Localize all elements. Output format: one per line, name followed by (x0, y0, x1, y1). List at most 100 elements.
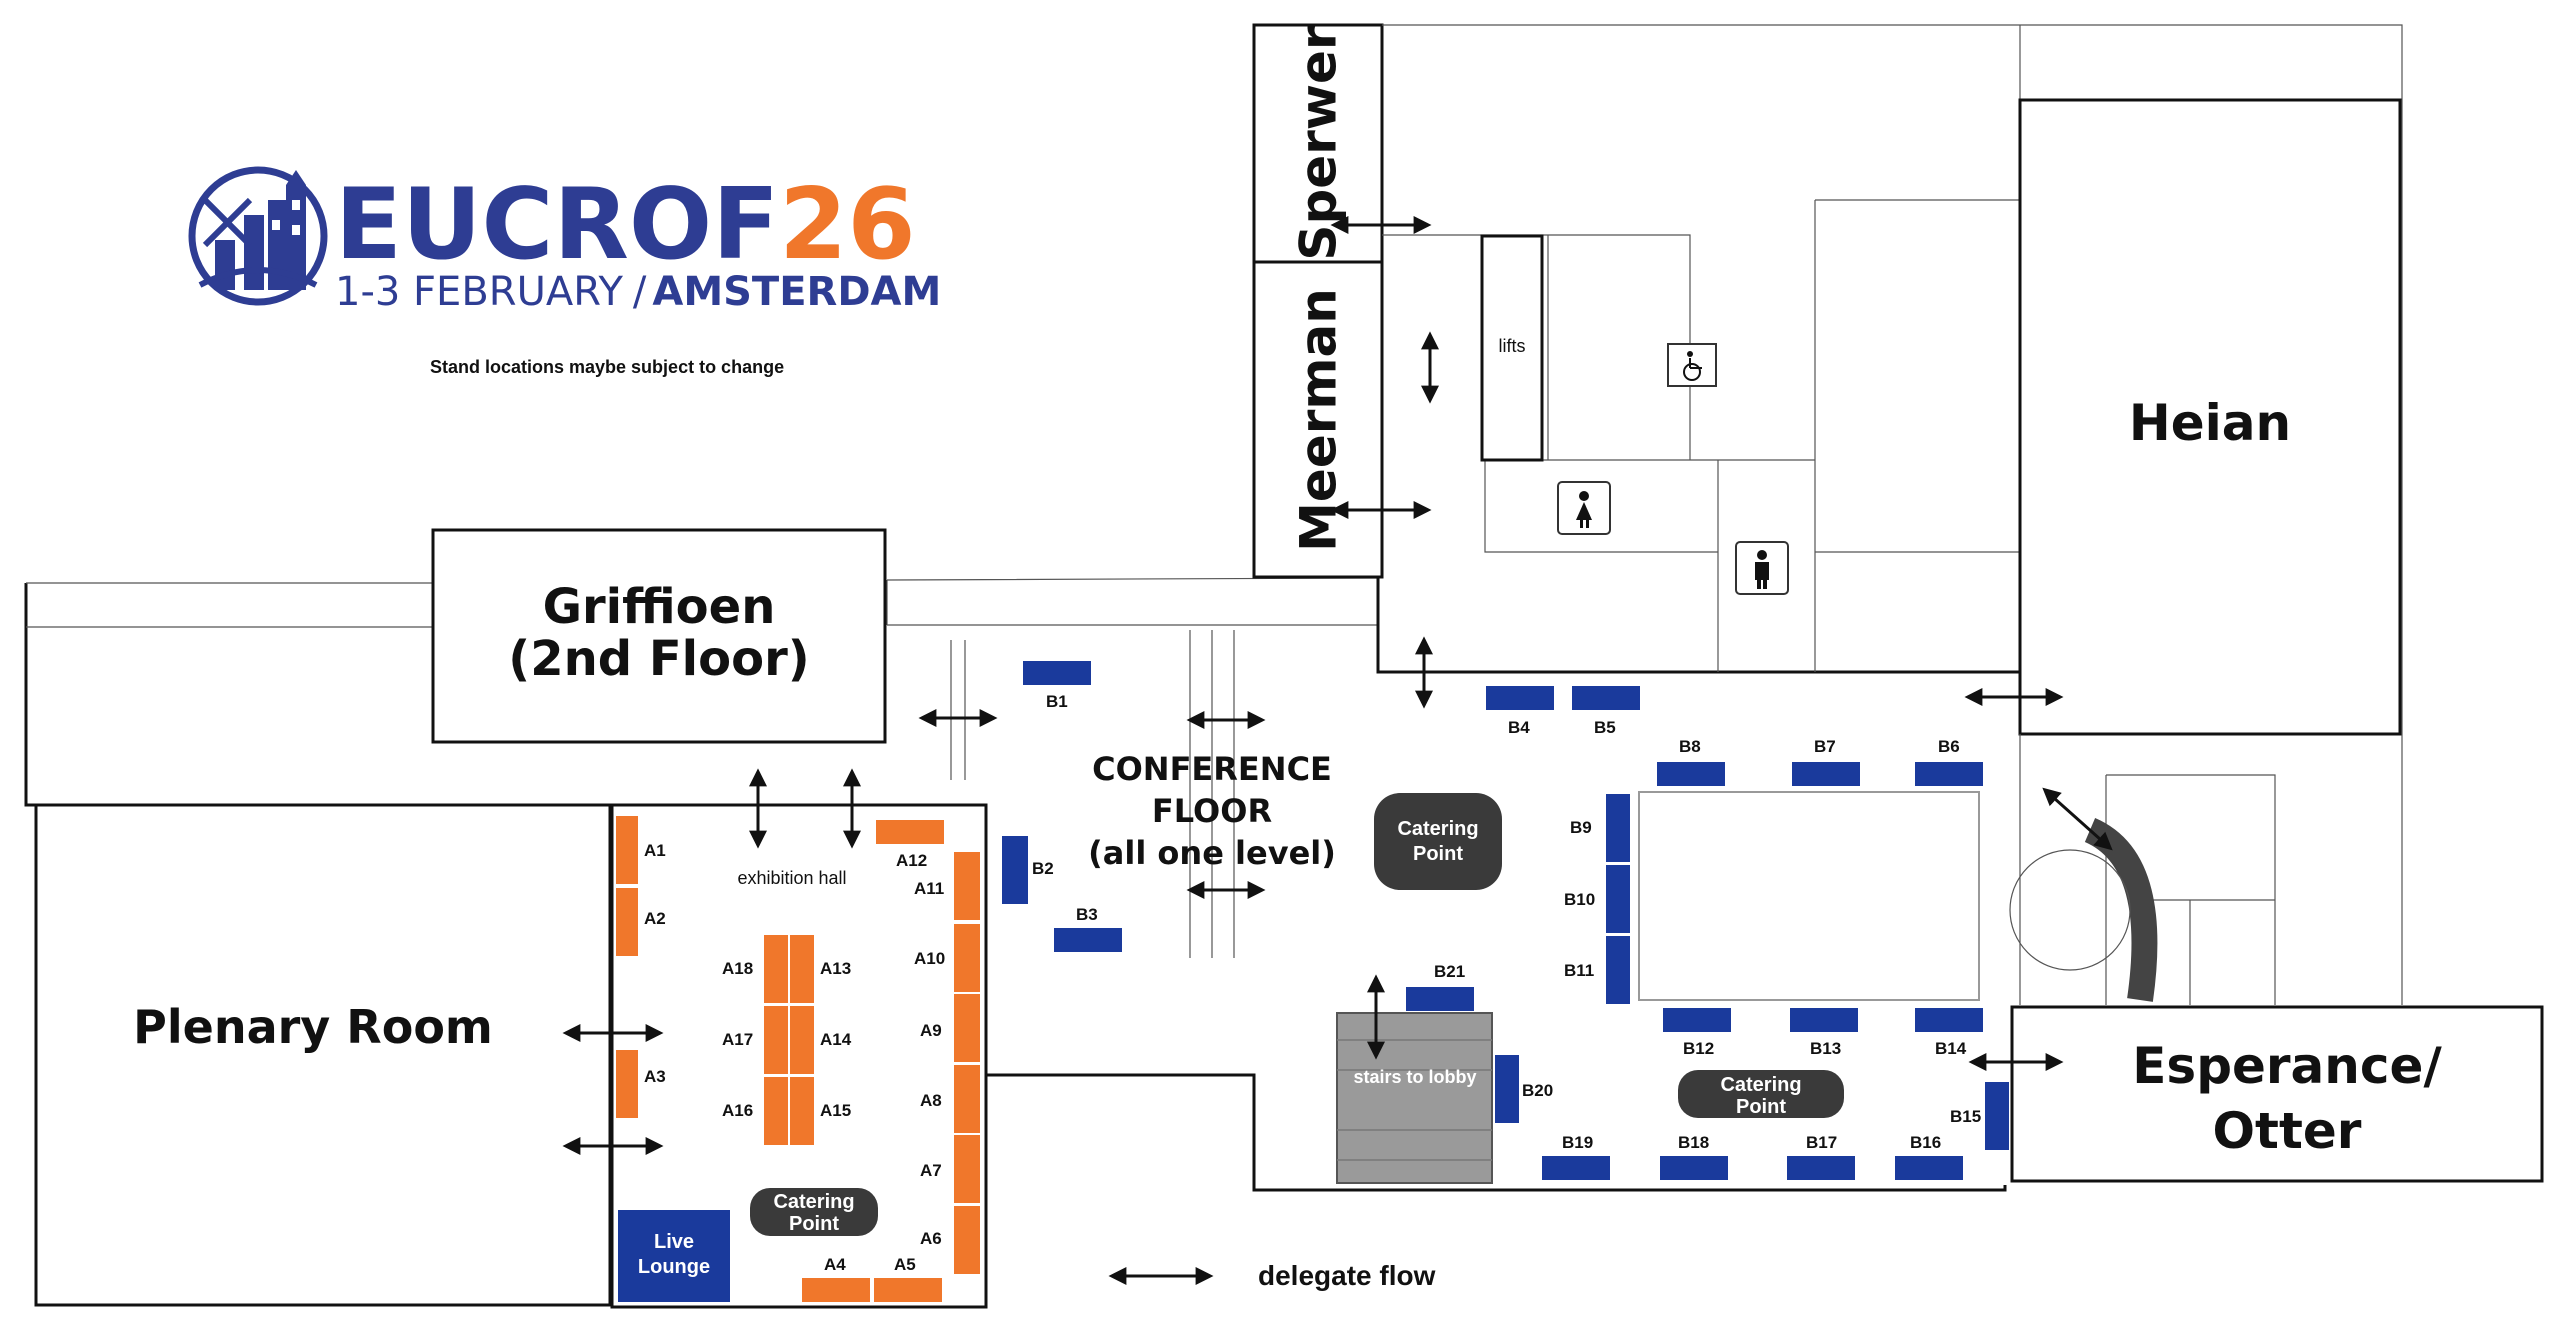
stand-b6[interactable] (1915, 762, 1983, 786)
stand-a7[interactable] (954, 1135, 980, 1203)
male-toilet-icon (1735, 541, 1789, 595)
stand-b9[interactable] (1606, 794, 1630, 862)
stand-locations-notice: Stand locations maybe subject to change (430, 357, 784, 377)
stand-b21[interactable] (1406, 987, 1474, 1011)
catering-point-center[interactable]: Catering Point (1374, 793, 1502, 890)
stand-a5[interactable] (874, 1278, 942, 1302)
stand-b12[interactable] (1663, 1008, 1731, 1032)
stand-a18[interactable] (764, 935, 788, 1003)
svg-text:Point: Point (789, 1213, 839, 1235)
wheelchair-icon (1667, 343, 1717, 387)
stand-b14[interactable] (1915, 1008, 1983, 1032)
stand-b8-label: B8 (1679, 737, 1701, 756)
esperance-label-line2: Otter (2213, 1102, 2362, 1160)
stand-b1[interactable] (1023, 661, 1091, 685)
exhibition-hall-label: exhibition hall (737, 868, 846, 888)
stand-b13[interactable] (1790, 1008, 1858, 1032)
stand-b18[interactable] (1660, 1156, 1728, 1180)
griffioen-label-line2: (2nd Floor) (508, 631, 809, 687)
conference-floor-label-line3: (all one level) (1088, 834, 1336, 872)
stand-a8[interactable] (954, 1065, 980, 1133)
stand-a16[interactable] (764, 1077, 788, 1145)
stand-a5-label: A5 (894, 1255, 916, 1274)
heian-room[interactable] (2018, 98, 2402, 736)
stand-a17[interactable] (764, 1006, 788, 1074)
stand-b11[interactable] (1606, 936, 1630, 1004)
catering-point-exhibition[interactable]: Catering Point (750, 1188, 878, 1236)
plenary-room[interactable] (34, 803, 612, 1307)
stand-b3[interactable] (1054, 928, 1122, 952)
stand-b10-label: B10 (1564, 890, 1595, 909)
stand-a11-label: A11 (914, 879, 944, 898)
stand-a1-label: A1 (644, 841, 666, 860)
stand-a15-label: A15 (820, 1101, 851, 1120)
stand-b17[interactable] (1787, 1156, 1855, 1180)
stand-a9[interactable] (954, 994, 980, 1062)
stand-b10[interactable] (1606, 865, 1630, 933)
conference-floor-label-line2: FLOOR (1152, 792, 1272, 830)
stand-a8-label: A8 (920, 1091, 942, 1110)
stand-b19-label: B19 (1562, 1133, 1593, 1152)
stand-a6-label: A6 (920, 1229, 942, 1248)
stand-a16-label: A16 (722, 1101, 753, 1120)
stand-b7-label: B7 (1814, 737, 1836, 756)
stand-a15[interactable] (790, 1077, 814, 1145)
stand-b5-label: B5 (1594, 718, 1616, 737)
heian-label: Heian (2129, 394, 2291, 452)
stand-b-labels: B1 B2 B3 B4 B5 B6 B7 B8 B9 B10 B11 B12 B… (1032, 692, 1981, 1152)
stand-b4[interactable] (1486, 686, 1554, 710)
stand-b2-label: B2 (1032, 859, 1054, 878)
stand-a11[interactable] (954, 852, 980, 920)
stand-b2[interactable] (1002, 836, 1028, 904)
catering-point-right[interactable]: Catering Point (1678, 1070, 1844, 1118)
stand-b5[interactable] (1572, 686, 1640, 710)
svg-text:Catering: Catering (1397, 818, 1478, 840)
stairs-label: stairs to lobby (1353, 1067, 1476, 1087)
windmill-emblem-icon (188, 166, 328, 306)
stand-b8[interactable] (1657, 762, 1725, 786)
stand-b16-label: B16 (1910, 1133, 1941, 1152)
esperance-label-line1: Esperance/ (2132, 1037, 2442, 1095)
stand-a12-label: A12 (896, 851, 927, 870)
stand-b15[interactable] (1985, 1082, 2009, 1150)
stand-a4-label: A4 (824, 1255, 846, 1274)
stand-a13[interactable] (790, 935, 814, 1003)
logo-name: EUCROF26 (335, 168, 916, 282)
stand-a6[interactable] (954, 1206, 980, 1274)
stand-b7[interactable] (1792, 762, 1860, 786)
stand-a13-label: A13 (820, 959, 851, 978)
stand-a3-label: A3 (644, 1067, 666, 1086)
stand-b14-label: B14 (1935, 1039, 1967, 1058)
stand-b21-label: B21 (1434, 962, 1465, 981)
exhibition-hall[interactable] (610, 803, 988, 1309)
stand-a10-label: A10 (914, 949, 945, 968)
stand-b3-label: B3 (1076, 905, 1098, 924)
plenary-room-label: Plenary Room (133, 1000, 493, 1054)
stand-a4[interactable] (802, 1278, 870, 1302)
svg-text:Point: Point (1736, 1096, 1786, 1118)
live-lounge[interactable]: Live Lounge (618, 1210, 730, 1302)
stands-b (1002, 661, 2009, 1180)
stand-b13-label: B13 (1810, 1039, 1841, 1058)
stand-a10[interactable] (954, 924, 980, 992)
stand-a3[interactable] (616, 1050, 638, 1118)
stand-a1[interactable] (616, 816, 638, 884)
stand-b16[interactable] (1895, 1156, 1963, 1180)
flow-arrow-spiral (2042, 787, 2113, 851)
stand-a14[interactable] (790, 1006, 814, 1074)
stand-b12-label: B12 (1683, 1039, 1714, 1058)
lifts-label: lifts (1499, 336, 1526, 356)
stand-a7-label: A7 (920, 1161, 942, 1180)
esperance-otter-room[interactable] (2010, 1005, 2544, 1183)
stand-b20[interactable] (1495, 1055, 1519, 1123)
griffioen-room[interactable] (431, 528, 887, 744)
svg-text:Lounge: Lounge (638, 1256, 710, 1278)
stand-b19[interactable] (1542, 1156, 1610, 1180)
meerman-room[interactable] (1252, 260, 1384, 579)
conference-floor-label-line1: CONFERENCE (1092, 750, 1332, 788)
stand-b1-label: B1 (1046, 692, 1068, 711)
stand-a2[interactable] (616, 888, 638, 956)
stand-a12[interactable] (876, 820, 944, 844)
stairs-to-lobby[interactable]: stairs to lobby (1336, 1012, 1493, 1184)
